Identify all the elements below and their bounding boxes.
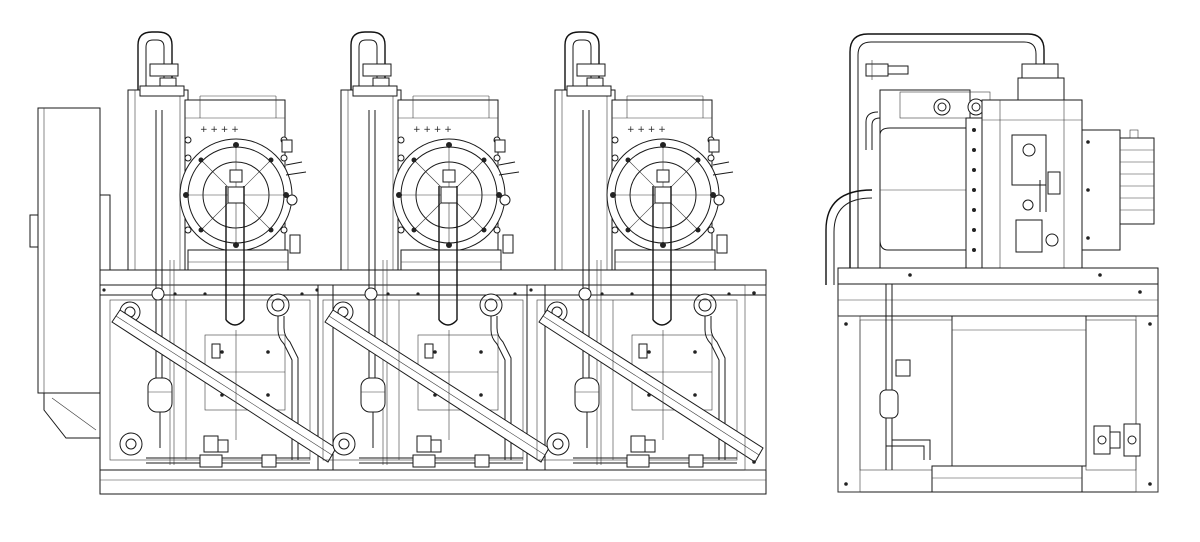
compressor-unit-3: [528, 31, 764, 468]
compressor-unit-1: + + + +: [102, 31, 337, 468]
side-elevation-view: [825, 33, 1159, 493]
front-right-end: [744, 284, 767, 471]
electrical-cabinet: [29, 107, 111, 439]
front-base-frame: [99, 269, 767, 495]
front-elevation-view: + + + +: [29, 31, 767, 495]
svg-text:+ + + +: + + + +: [200, 125, 239, 135]
compressor-unit-2: [314, 31, 550, 468]
